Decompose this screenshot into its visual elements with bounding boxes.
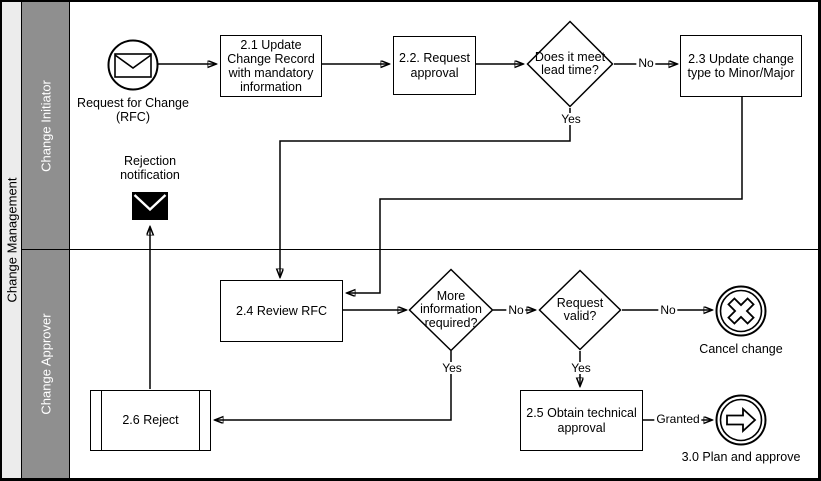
lane-header-change-initiator: Change Initiator xyxy=(22,2,70,250)
lane-label-change-initiator: Change Initiator xyxy=(38,79,53,172)
x-cross-icon xyxy=(715,285,767,337)
task-2-1-label: 2.1 Update Change Record with mandatory … xyxy=(227,37,315,95)
end-plan-label: 3.0 Plan and approve xyxy=(681,450,801,464)
task-side-bar xyxy=(199,390,200,451)
start-event-request-for-change[interactable] xyxy=(107,39,159,91)
edge-label-request-valid-no: No xyxy=(658,303,678,317)
edge-more-info-yes-to-task26 xyxy=(215,351,452,420)
pool-label: Change Management xyxy=(4,177,19,303)
edge-label-more-info-no: No xyxy=(506,303,526,317)
gateway-request-valid[interactable]: Request valid? xyxy=(538,269,622,351)
start-event-label: Request for Change (RFC) xyxy=(77,96,189,125)
task-2-1-update-change-record[interactable]: 2.1 Update Change Record with mandatory … xyxy=(220,35,322,97)
task-2-6-reject[interactable]: 2.6 Reject xyxy=(90,390,211,451)
task-2-2-label: 2.2. Request approval xyxy=(399,51,470,80)
lane-header-change-approver: Change Approver xyxy=(22,250,70,478)
end-event-plan-and-approve[interactable] xyxy=(715,394,767,446)
gateway-lead-time-label: Does it meet lead time? xyxy=(534,49,606,77)
edge-label-lead-time-no: No xyxy=(636,56,656,70)
gateway-more-info-label: More information required? xyxy=(420,288,482,330)
gateway-more-information-required[interactable]: More information required? xyxy=(408,268,494,352)
lane-label-change-approver: Change Approver xyxy=(38,313,53,415)
edge-label-lead-time-yes: Yes xyxy=(559,112,583,126)
task-2-3-update-change-type[interactable]: 2.3 Update change type to Minor/Major xyxy=(680,35,802,97)
task-2-3-label: 2.3 Update change type to Minor/Major xyxy=(687,51,795,80)
envelope-filled-icon xyxy=(132,192,168,220)
task-2-4-review-rfc[interactable]: 2.4 Review RFC xyxy=(220,280,343,342)
task-side-bar xyxy=(101,390,102,451)
lane-divider xyxy=(70,249,819,250)
rejection-message-event[interactable] xyxy=(132,192,168,220)
right-arrow-icon xyxy=(715,394,767,446)
pool-header: Change Management xyxy=(2,2,22,478)
edge-label-more-info-yes: Yes xyxy=(440,361,464,375)
gateway-lead-time[interactable]: Does it meet lead time? xyxy=(526,20,614,108)
edge-task23-to-task24 xyxy=(347,97,743,293)
task-2-2-request-approval[interactable]: 2.2. Request approval xyxy=(393,36,476,95)
rejection-message-label: Rejection notification xyxy=(120,154,180,183)
edge-lead-time-yes-to-task24 xyxy=(280,108,571,277)
edge-label-granted: Granted xyxy=(654,412,702,426)
edge-label-request-valid-yes: Yes xyxy=(569,361,593,375)
task-2-4-label: 2.4 Review RFC xyxy=(236,303,327,318)
gateway-request-valid-label: Request valid? xyxy=(556,295,604,323)
end-cancel-label: Cancel change xyxy=(699,342,783,356)
end-event-cancel-change[interactable] xyxy=(715,285,767,337)
task-2-5-label: 2.5 Obtain technical approval xyxy=(526,406,637,435)
task-2-5-obtain-technical-approval[interactable]: 2.5 Obtain technical approval xyxy=(520,390,643,451)
envelope-outline-icon xyxy=(107,39,159,91)
task-2-6-label: 2.6 Reject xyxy=(122,413,179,428)
